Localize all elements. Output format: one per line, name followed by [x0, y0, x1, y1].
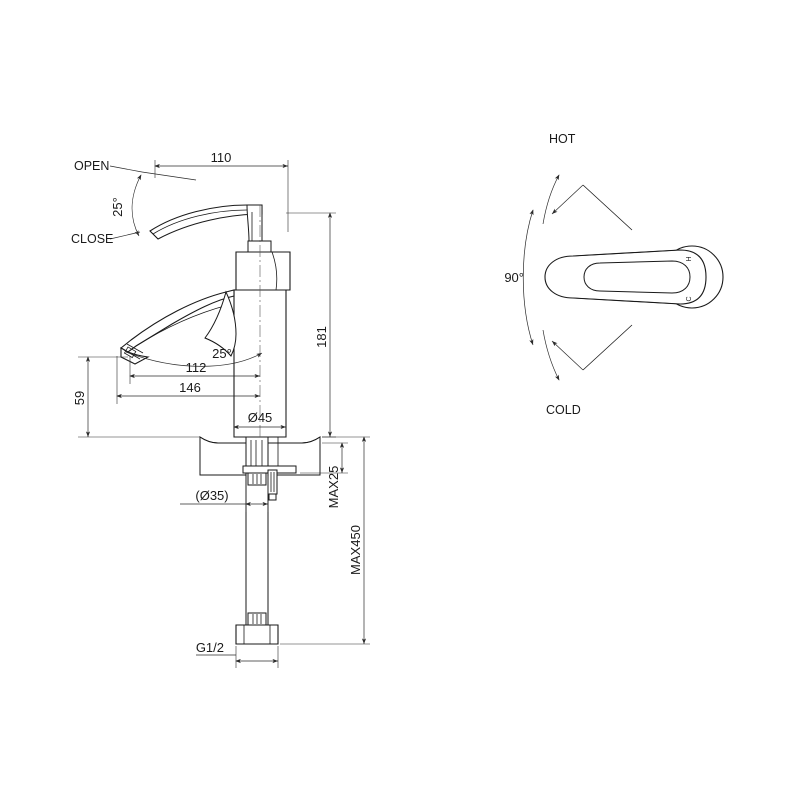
faucet-side-elevation: [120, 204, 321, 645]
dim-146: 146: [179, 380, 201, 395]
dim-110: 110: [211, 150, 232, 165]
label-hot: HOT: [549, 132, 576, 146]
handle-rotation-top-view: H C 90° HOT COLD: [504, 132, 724, 417]
label-cold: COLD: [546, 403, 581, 417]
lever-handle-side: [149, 204, 263, 242]
dim-dia-45: Ø45: [248, 410, 273, 425]
dim-handle-angle: 25°: [110, 197, 125, 217]
supply-nut: [235, 624, 279, 645]
label-hot-mark: H: [686, 256, 693, 261]
dim-59: 59: [72, 391, 87, 405]
cartridge-cap: [235, 251, 291, 291]
spout: [120, 289, 237, 365]
dim-181: 181: [314, 326, 329, 348]
mounting-shank: [242, 436, 297, 501]
dim-spout-angle: 25°: [212, 346, 232, 361]
label-close: CLOSE: [71, 232, 113, 246]
dim-dia-35: (Ø35): [195, 488, 228, 503]
dim-max25: MAX25: [326, 466, 341, 509]
label-cold-mark: C: [686, 296, 693, 301]
handle-stem: [247, 240, 272, 253]
deck-section: [199, 436, 321, 476]
dim-rotation-90: 90°: [504, 270, 524, 285]
dim-max450: MAX450: [348, 525, 363, 575]
dim-g12: G1/2: [196, 640, 224, 655]
side-view-dimensions: 110 OPEN CLOSE 25° 181 25° 112 146: [71, 150, 370, 668]
flexible-hose: [245, 472, 269, 626]
label-open: OPEN: [74, 159, 109, 173]
dim-112: 112: [186, 360, 207, 375]
